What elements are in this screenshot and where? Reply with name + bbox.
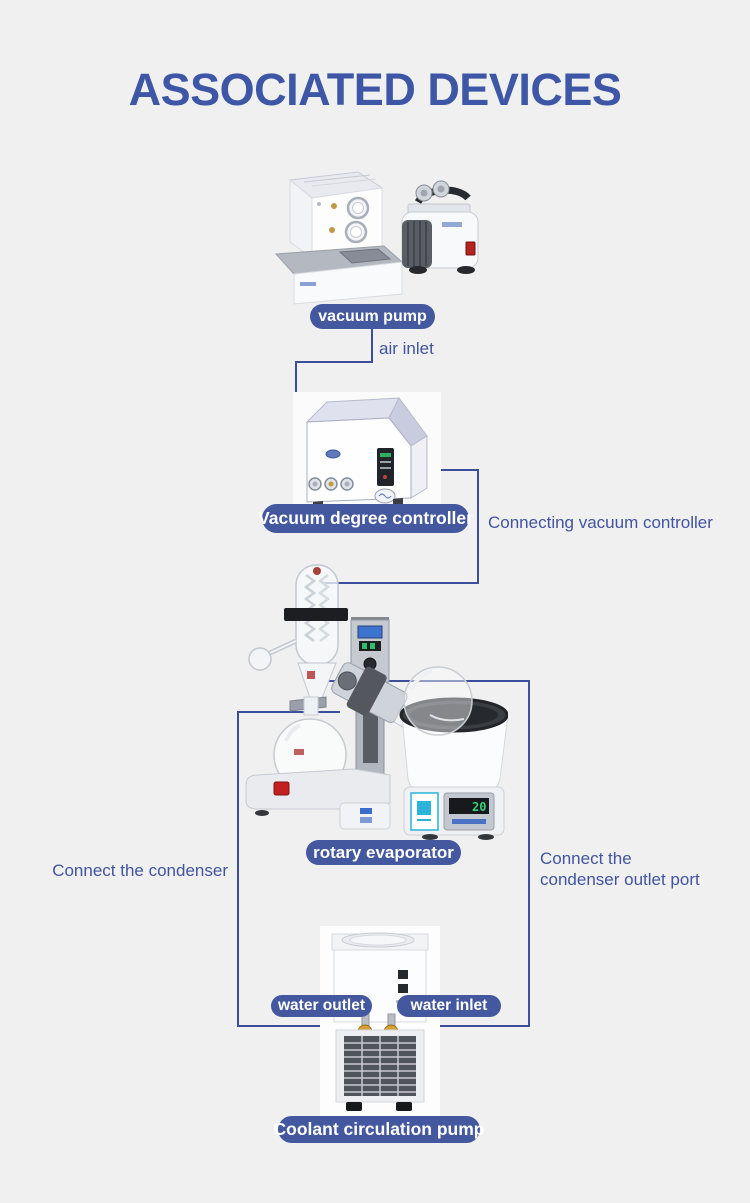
vacuum-pump-illustration	[274, 171, 479, 305]
connect-the-condenser-annotation: Connect the condenser	[52, 861, 228, 880]
connector-line-condenser-left-horizontal	[237, 711, 340, 713]
vacuum-pump-pill: vacuum pump	[310, 304, 435, 329]
coolant-circulation-pump-illustration	[320, 926, 440, 1116]
connector-line-right-down	[528, 680, 530, 1027]
connector-line-air-inlet-horizontal	[295, 361, 373, 363]
vacuum-degree-controller-illustration	[293, 392, 441, 514]
vacuum-degree-controller-pill: Vacuum degree controller	[258, 504, 473, 533]
connector-line-condenser-top-horizontal	[323, 582, 479, 584]
air-inlet-annotation: air inlet	[379, 339, 434, 358]
connector-line-left-down	[237, 711, 239, 1027]
water-inlet-pill: water inlet	[397, 995, 501, 1017]
connect-condenser-outlet-line1: Connect the	[540, 849, 632, 868]
connect-condenser-outlet-annotation: Connect the condenser outlet port	[540, 848, 700, 890]
page-title: ASSOCIATED DEVICES	[128, 64, 622, 115]
connector-line-condenser-outlet-horizontal	[324, 680, 530, 682]
connect-condenser-outlet-line2: condenser outlet port	[540, 870, 700, 889]
water-outlet-pill: water outlet	[271, 995, 372, 1017]
connecting-vacuum-controller-annotation: Connecting vacuum controller	[488, 513, 713, 532]
rotary-evaporator-illustration: 20	[245, 564, 508, 840]
connector-line-controller-down	[477, 469, 479, 584]
svg-text:20: 20	[472, 800, 486, 814]
connector-line-vacuum-pump-down	[371, 329, 373, 363]
rotary-evaporator-pill: rotary evaporator	[306, 840, 461, 865]
coolant-circulation-pump-pill: Coolant circulation pump	[274, 1116, 485, 1143]
